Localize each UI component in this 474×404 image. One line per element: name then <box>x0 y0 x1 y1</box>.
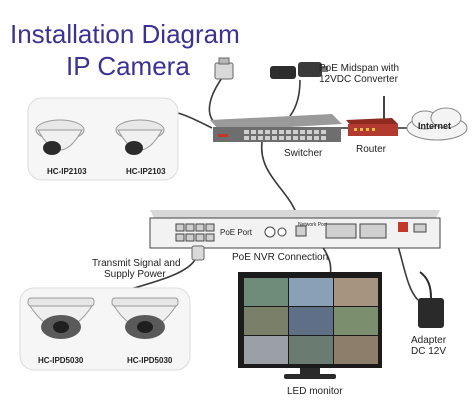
vandal-dome-camera-icon-2 <box>111 297 179 339</box>
vandal-dome-camera-icon-1 <box>27 297 95 339</box>
transmit-label-line-2: Supply Power <box>104 269 166 280</box>
internet-label: Internet <box>418 121 452 131</box>
nvr-poe-ports <box>175 223 215 242</box>
poe-connector-icon <box>191 245 205 261</box>
cable-nvr-to-adapter <box>397 245 419 301</box>
adapter-label-line-2: DC 12V <box>411 346 447 357</box>
poe-midspan-label-line-2: 12VDC Converter <box>319 74 398 85</box>
title-line-2: IP Camera <box>66 51 190 81</box>
dome-camera-model-1: HC-IP2103 <box>47 167 87 176</box>
adapter-label-line-1: Adapter <box>411 335 447 346</box>
dome-camera-icon-1 <box>35 119 85 155</box>
router-icon <box>346 96 398 136</box>
led-monitor-icon <box>238 272 382 379</box>
power-adapter-icon <box>418 271 444 328</box>
switcher-label: Switcher <box>284 148 323 159</box>
monitor-screen-feeds <box>244 278 378 364</box>
nvr-device-icon <box>149 210 441 249</box>
internet-cloud-icon <box>406 107 468 141</box>
poe-midspan-label-line-1: PoE Midspan with <box>319 63 400 74</box>
dome-camera-icon-2 <box>115 119 165 155</box>
dome-camera-model-2: HC-IP2103 <box>126 167 166 176</box>
cable-connector-to-switch <box>208 77 223 123</box>
nvr-network-port-label: Network Port <box>298 222 327 228</box>
cable-switch-to-nvr <box>261 141 299 219</box>
vandal-camera-model-2: HC-IPD5030 <box>127 356 173 365</box>
poe-port-label: PoE Port <box>220 228 253 237</box>
vandal-camera-model-1: HC-IPD5030 <box>38 356 84 365</box>
led-monitor-label: LED monitor <box>287 386 343 397</box>
poe-nvr-connection-label: PoE NVR Connection <box>232 252 329 263</box>
rj45-connector-icon <box>214 57 234 80</box>
dome-camera-panel <box>27 97 179 181</box>
network-switch-icon <box>210 114 342 142</box>
poe-midspan-icon <box>270 62 328 79</box>
cable-midspan-to-switch <box>289 79 301 117</box>
title-line-1: Installation Diagram <box>10 19 240 49</box>
transmit-label-line-1: Transmit Signal and <box>92 258 181 269</box>
router-label: Router <box>356 144 387 155</box>
